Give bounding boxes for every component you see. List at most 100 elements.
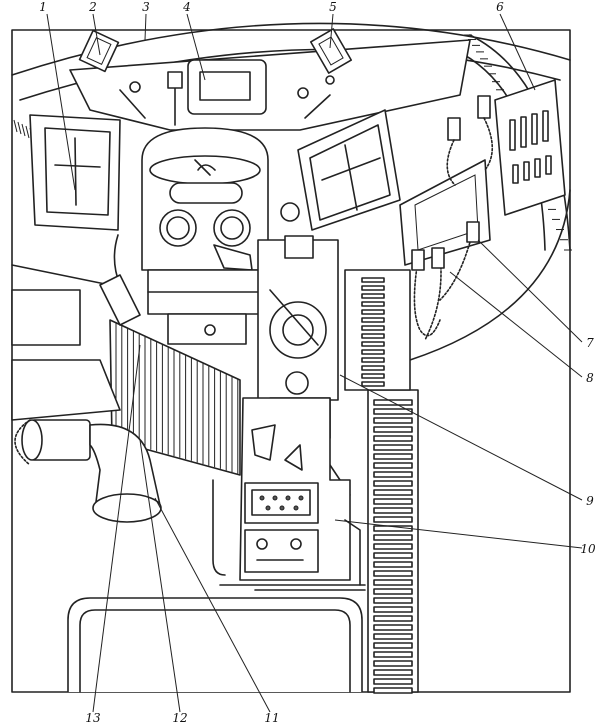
callout-labels: 1 2 3 4 5 6 7 8 9 10 11 12 13: [39, 0, 596, 725]
optical-unit-lens-inner: [282, 314, 314, 346]
rack-rung: [373, 588, 413, 595]
rack-rung: [373, 624, 413, 631]
periscope-left-window: [44, 127, 111, 216]
rack-rung: [373, 462, 413, 469]
eyepiece-right-inner: [220, 216, 244, 240]
seat-back: [67, 597, 363, 692]
periscope-tube: [99, 274, 141, 326]
rack-rung: [373, 552, 413, 559]
connector-mid-left: [411, 249, 425, 271]
rack-rung: [373, 678, 413, 685]
knob-left: [256, 538, 268, 550]
periscope-port-right: [309, 28, 353, 74]
periscope-port-right-inner: [318, 36, 344, 66]
plate-rib: [119, 89, 146, 119]
gear-tooth: [13, 119, 18, 133]
rack-fin: [361, 325, 385, 331]
indicator-dot: [298, 495, 304, 501]
rack-rung: [373, 480, 413, 487]
left-bracket: [11, 289, 81, 346]
rack-rung: [373, 597, 413, 604]
side-plate-slots: [509, 110, 552, 184]
control-box-upper-plate: [251, 489, 311, 516]
eyepiece-left-inner: [166, 216, 190, 240]
gear-tooth: [17, 121, 22, 135]
control-box-lower: [244, 529, 319, 573]
periscope-left-cross: [54, 164, 101, 168]
rack-rung: [373, 507, 413, 514]
callout-6: 6: [496, 0, 504, 14]
rack-rung: [373, 615, 413, 622]
plate-slot: [509, 119, 516, 151]
plate-slot: [520, 116, 527, 148]
periscope-left-cross: [74, 137, 77, 206]
rack-rung: [373, 444, 413, 451]
callout-7: 7: [586, 336, 594, 350]
ammo-rack-upper-fins: [361, 277, 385, 387]
exhaust-mouth: [92, 493, 162, 523]
rack-fin: [361, 381, 385, 387]
screw: [204, 324, 216, 336]
control-box-upper-dots: [259, 495, 304, 511]
connector-mid-right: [431, 247, 445, 269]
motor-cable: [14, 419, 31, 466]
callout-1: 1: [39, 0, 47, 14]
rack-fin: [361, 285, 385, 291]
side-plate-right: [494, 79, 566, 216]
callout-13: 13: [85, 711, 101, 725]
rack-rung: [373, 489, 413, 496]
left-rail: [11, 264, 111, 286]
leader-lines: [46, 13, 583, 713]
rack-fin: [361, 309, 385, 315]
indicator-dot: [272, 495, 278, 501]
optical-handle: [269, 289, 319, 346]
optical-unit-dial: [285, 371, 309, 395]
periscope-right-cross: [344, 144, 358, 211]
rack-rung: [373, 642, 413, 649]
cable-a: [446, 139, 456, 186]
rack-rung: [373, 579, 413, 586]
periscope-right-cross: [321, 157, 381, 181]
sight-top-handle: [194, 159, 216, 176]
rack-rung: [373, 570, 413, 577]
indicator-dot: [279, 505, 285, 511]
indicator-dot: [285, 495, 291, 501]
connector-lower: [466, 221, 480, 243]
motor-cap: [21, 419, 43, 461]
knob-right: [290, 538, 302, 550]
plate-slot: [542, 110, 549, 142]
callout-12: 12: [172, 711, 187, 725]
plate-slot: [531, 113, 538, 145]
callout-9: 9: [586, 494, 594, 508]
optical-top-cap: [284, 235, 314, 259]
eyepiece-left: [159, 209, 197, 247]
sight-lower-block: [167, 313, 247, 345]
rack-fin: [361, 365, 385, 371]
indicator-dot: [259, 495, 265, 501]
rack-rung: [373, 516, 413, 523]
eyepiece-right: [213, 209, 251, 247]
rack-fin: [361, 301, 385, 307]
callout-11: 11: [264, 711, 279, 725]
wedge-left: [251, 424, 276, 461]
rack-rung: [373, 687, 413, 694]
periscope-port-left-inner: [86, 36, 112, 66]
indicator-dot: [265, 505, 271, 511]
side-frame-left: [212, 479, 226, 576]
small-gear: [280, 202, 300, 222]
rack-fin: [361, 373, 385, 379]
rack-fin: [361, 333, 385, 339]
ring-lower-arc: [409, 189, 571, 361]
rack-rung: [373, 471, 413, 478]
rack-rung: [373, 606, 413, 613]
indicator-dot: [293, 505, 299, 511]
sight-label-plate: [169, 182, 243, 204]
cable-c: [413, 259, 441, 337]
rack-rung: [373, 543, 413, 550]
rack-fin: [361, 349, 385, 355]
rack-rung: [373, 660, 413, 667]
cable-e: [439, 234, 473, 301]
rack-rung: [373, 426, 413, 433]
rack-rung: [373, 498, 413, 505]
plate-slot: [523, 161, 530, 181]
